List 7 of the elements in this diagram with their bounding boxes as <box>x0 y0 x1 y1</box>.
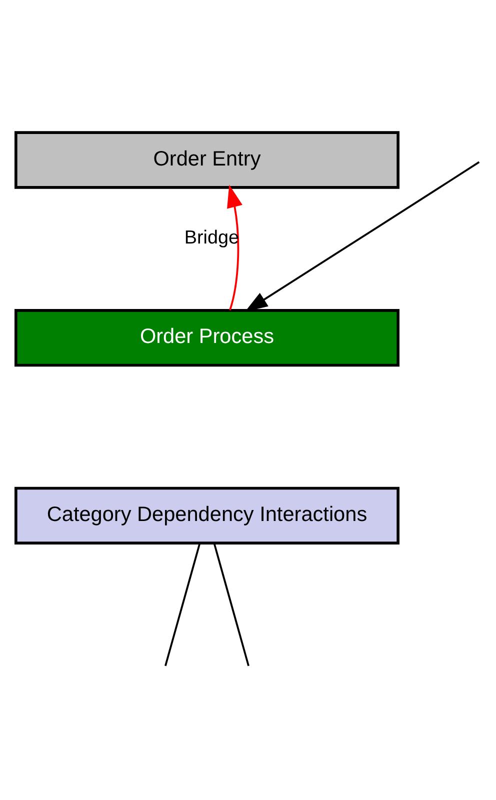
connector <box>213 543 250 666</box>
node-box: Order Entry <box>14 131 400 189</box>
node-box: Order Process <box>14 308 400 367</box>
node-box: Category Dependency Interactions <box>14 486 400 545</box>
connector <box>164 543 201 666</box>
arrow <box>227 184 242 310</box>
arrow <box>244 161 480 312</box>
